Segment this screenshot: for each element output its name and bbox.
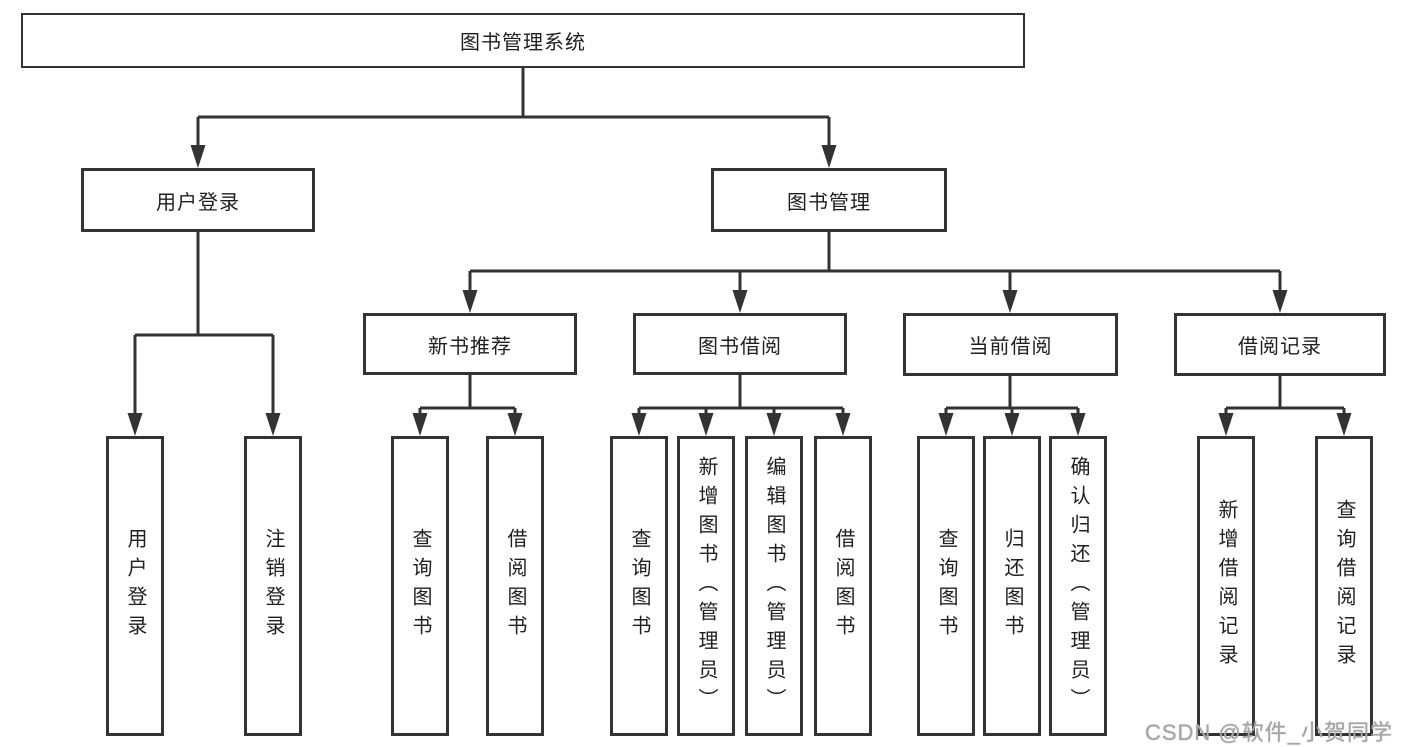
leaf-query-books-recommend: 查询图书 [391, 436, 449, 736]
leaf-label: 查询借阅记录 [1333, 499, 1355, 673]
connector-new-book-recommend-to-leaves [418, 375, 517, 426]
node-library-management-system: 图书管理系统 [21, 13, 1025, 68]
leaf-label: 用户登录 [124, 528, 146, 644]
leaf-label: 查询图书 [935, 528, 957, 644]
node-label: 借阅记录 [1238, 336, 1322, 358]
connector-current-borrow-to-leaves [944, 376, 1080, 426]
leaf-add-borrow-record: 新增借阅记录 [1197, 436, 1255, 736]
arrowheads-user-login-leaves [127, 413, 281, 436]
node-label: 图书管理 [787, 191, 871, 214]
leaf-confirm-return-admin: 确认归还（管理员） [1049, 436, 1107, 736]
node-new-book-recommend: 新书推荐 [363, 313, 577, 375]
node-user-login: 用户登录 [81, 168, 315, 232]
connector-book-borrow-to-leaves [637, 375, 845, 426]
connector-borrow-records-to-leaves [1224, 376, 1346, 426]
leaf-add-book-admin: 新增图书（管理员） [677, 436, 735, 736]
arrowheads-book-borrow-leaves [631, 413, 851, 436]
leaf-label: 查询图书 [628, 528, 650, 644]
leaf-label: 借阅图书 [504, 528, 526, 644]
node-label: 图书管理系统 [460, 32, 586, 54]
leaf-user-login: 用户登录 [106, 436, 164, 736]
leaf-label: 注销登录 [262, 528, 284, 644]
node-book-borrow: 图书借阅 [633, 313, 847, 375]
node-book-management: 图书管理 [711, 168, 947, 232]
leaf-label: 编辑图书（管理员） [763, 455, 785, 717]
leaf-query-books-current: 查询图书 [917, 436, 975, 736]
leaf-label: 新增图书（管理员） [695, 455, 717, 717]
node-label: 当前借阅 [968, 336, 1053, 358]
arrowheads-borrow-records-leaves [1218, 413, 1352, 436]
leaf-label: 借阅图书 [832, 528, 854, 644]
connector-root-to-level2 [196, 68, 831, 156]
node-current-borrow: 当前借阅 [903, 313, 1118, 376]
node-label: 图书借阅 [698, 335, 782, 358]
leaf-borrow-books-recommend: 借阅图书 [486, 436, 544, 736]
leaf-logout: 注销登录 [244, 436, 302, 736]
leaf-query-books-borrow: 查询图书 [610, 436, 668, 736]
arrowheads-current-borrow-leaves [938, 413, 1086, 436]
connector-user-login-to-leaves [133, 232, 275, 426]
leaf-label: 确认归还（管理员） [1067, 455, 1089, 717]
node-label: 用户登录 [156, 191, 240, 214]
node-borrow-records: 借阅记录 [1174, 313, 1386, 376]
leaf-edit-book-admin: 编辑图书（管理员） [745, 436, 803, 736]
arrowheads-level2 [190, 145, 837, 168]
connector-book-management-to-level3 [468, 232, 1282, 303]
leaf-query-borrow-record: 查询借阅记录 [1315, 436, 1373, 736]
leaf-label: 归还图书 [1001, 528, 1023, 644]
leaf-borrow-books-borrow: 借阅图书 [814, 436, 872, 736]
leaf-label: 新增借阅记录 [1215, 499, 1237, 673]
leaf-label: 查询图书 [409, 528, 431, 644]
leaf-return-book: 归还图书 [983, 436, 1041, 736]
node-label: 新书推荐 [428, 335, 512, 358]
arrowheads-new-book-recommend-leaves [412, 413, 523, 436]
arrowheads-level3 [462, 290, 1288, 313]
